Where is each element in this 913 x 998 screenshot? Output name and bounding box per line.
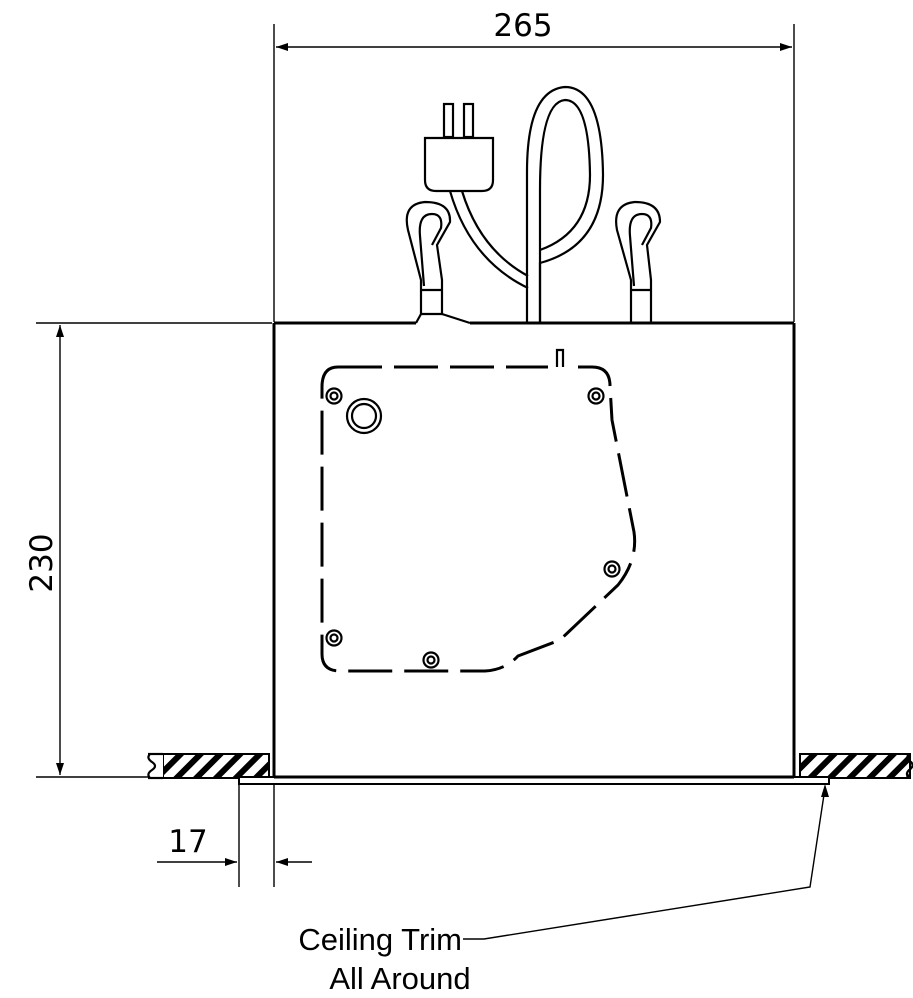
ceiling-right [799, 753, 913, 779]
break-line-icon [147, 753, 157, 779]
access-panel-hidden [320, 348, 637, 673]
ceiling-left [147, 752, 270, 780]
screw-icon [603, 560, 621, 578]
panel-tab [555, 348, 565, 367]
trim-dimension: 17 [157, 784, 312, 887]
callout-label-line1: Ceiling Trim [298, 922, 462, 957]
hanger-clip-left [405, 200, 471, 325]
plug-icon [423, 102, 495, 193]
trim-value: 17 [168, 824, 207, 860]
screw-icon [325, 629, 343, 647]
housing-box [272, 321, 796, 779]
screw-icon [587, 387, 605, 405]
screw-icon [422, 651, 440, 669]
ceiling-hatch-left [162, 753, 270, 779]
width-value: 265 [493, 8, 552, 44]
power-cable [448, 190, 529, 289]
cable-loop-icon [525, 85, 605, 323]
height-dimension: 230 [24, 322, 272, 778]
screw-icon [325, 387, 343, 405]
ceiling-hatch-right [799, 753, 911, 779]
ceiling-trim-callout: Ceiling Trim All Around [298, 784, 829, 996]
width-dimension: 265 [273, 8, 795, 322]
knob-icon [345, 397, 383, 435]
hanger-clip-right [615, 200, 662, 323]
height-value: 230 [24, 533, 60, 592]
callout-label-line2: All Around [329, 961, 470, 996]
callout-arrow-icon [821, 784, 829, 797]
screws [325, 387, 621, 669]
